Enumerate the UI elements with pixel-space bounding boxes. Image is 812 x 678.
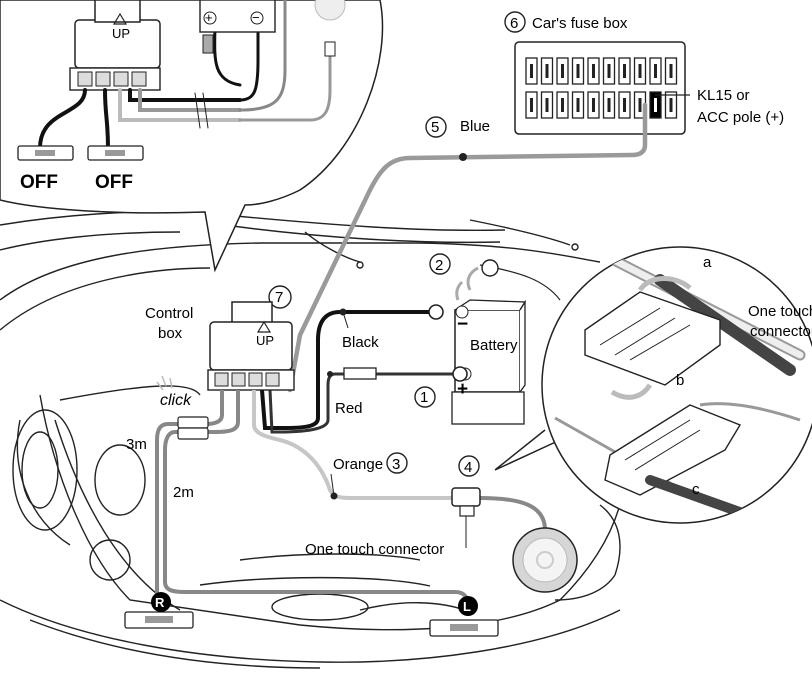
battery: Battery − + [451, 299, 527, 425]
inset-lamp-right: OFF [87, 145, 144, 193]
inset-off-left: OFF [20, 172, 58, 193]
control-box: Control box 7 UP [145, 285, 295, 391]
inset-label-c: c [692, 481, 700, 498]
fuse-element [607, 98, 611, 112]
ground-clamp: 2 [429, 253, 561, 301]
fuse-box-number: 6 [510, 15, 518, 32]
inset-label-a: a [703, 254, 712, 271]
fuse-pole-line1: KL15 or [697, 87, 750, 104]
lamp-right-side: R [124, 592, 194, 629]
fuse-element [654, 98, 657, 112]
right-inset: a b c One touch connector [494, 246, 812, 524]
inset-title-line1: One touch [748, 303, 812, 320]
fuse-pole-line2: ACC pole (+) [697, 109, 784, 126]
length-right: 2m [173, 484, 194, 501]
inset-title-line2: connector [750, 323, 812, 340]
inset-up-label: UP [112, 26, 130, 41]
lamp-left-side: L [429, 596, 499, 637]
black-wire-label: Black [342, 334, 379, 351]
click-badge: click [156, 375, 192, 409]
blue-wire-number: 5 [431, 119, 439, 136]
one-touch-connector: 4 One touch connector [305, 455, 547, 558]
inset-battery-terminals: + − [199, 0, 346, 57]
battery-terminal-number: 1 [420, 389, 428, 406]
inset-wires [38, 0, 332, 150]
fuse-element [638, 98, 642, 112]
fuse-element [545, 98, 549, 112]
control-box-up: UP [256, 333, 274, 348]
fuse-element [561, 64, 564, 78]
inset-plus-sign: + [205, 10, 213, 25]
fuse-box: 6 Car's fuse box KL15 or ACC pole (+) [504, 11, 784, 135]
fog-lamp [512, 527, 578, 593]
fuse-element [669, 98, 673, 112]
fuse-element [638, 64, 642, 78]
car-outline [0, 210, 626, 669]
battery-label: Battery [470, 337, 518, 354]
fuse-element [545, 64, 549, 78]
fuse-element [592, 98, 595, 112]
orange-wire-number: 3 [392, 456, 400, 473]
fuse-element [623, 64, 626, 78]
connector-number: 4 [464, 459, 472, 476]
connector-label: One touch connector [305, 541, 444, 558]
fuse-element [623, 98, 626, 112]
top-inset-bubble [0, 0, 384, 273]
fuse-element [607, 64, 611, 78]
fuse-element [530, 64, 533, 78]
lamp-r-label: R [155, 595, 165, 610]
blue-wire [287, 102, 648, 393]
fuse-element [654, 64, 657, 78]
fuse-element [669, 64, 673, 78]
control-box-line1: Control [145, 305, 193, 322]
black-wire [260, 310, 437, 430]
control-box-line2: box [158, 325, 183, 342]
length-left: 3m [126, 436, 147, 453]
inset-control-box: UP [69, 0, 161, 91]
battery-plus: + [457, 379, 468, 400]
fuse-element [530, 98, 533, 112]
inset-off-right: OFF [95, 172, 133, 193]
blue-wire-label: Blue [460, 118, 490, 135]
fuse-element [561, 98, 564, 112]
inset-minus-sign: − [252, 10, 260, 25]
red-wire-label: Red [335, 400, 363, 417]
lamp-l-label: L [463, 599, 471, 614]
inset-lamp-left: OFF [17, 145, 74, 193]
inset-label-b: b [676, 372, 684, 389]
orange-wire [252, 390, 455, 500]
click-label: click [160, 392, 192, 409]
fuse-element [576, 64, 580, 78]
control-box-number: 7 [275, 289, 283, 306]
battery-minus: − [457, 314, 468, 335]
fuse-element [576, 98, 580, 112]
orange-wire-label: Orange [333, 456, 383, 473]
fuse-element [592, 64, 595, 78]
cable-2m [163, 390, 470, 606]
red-wire [268, 372, 462, 434]
fuse-box-title: Car's fuse box [532, 15, 628, 32]
battery-number: 2 [435, 257, 443, 274]
